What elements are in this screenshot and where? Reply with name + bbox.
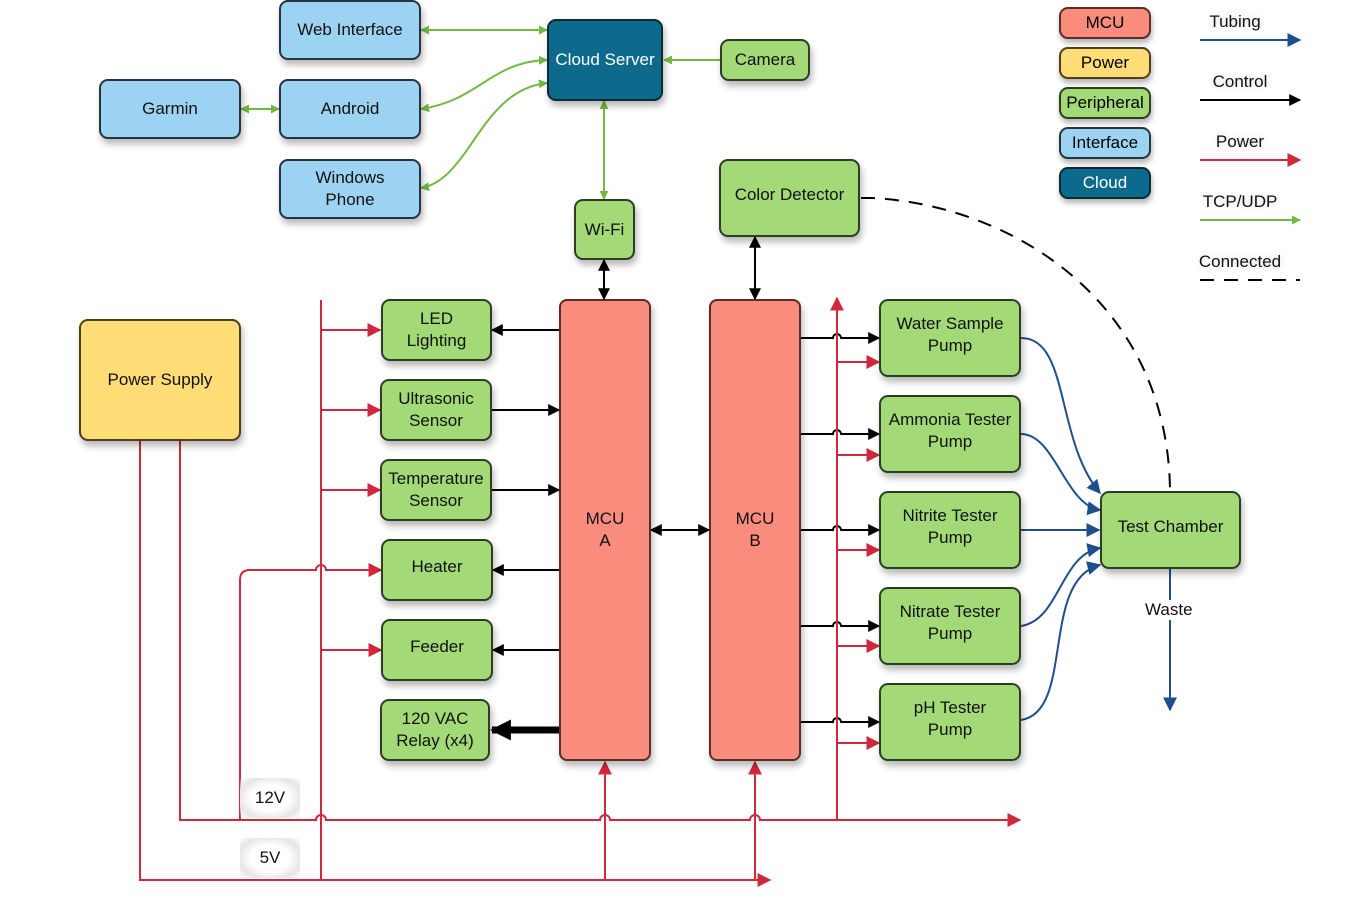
tube-water <box>1020 337 1101 495</box>
node-garmin[interactable]: Garmin <box>99 79 241 139</box>
link-mcub-ammonia <box>801 428 881 440</box>
node-label: Wi-Fi <box>584 219 625 239</box>
link-mcub-ph <box>801 716 881 728</box>
node-ultrasonic-sensor[interactable]: Ultrasonic Sensor <box>380 379 492 441</box>
legend-connected-label: Connected <box>1198 252 1282 271</box>
tube-ammonia <box>1020 433 1102 516</box>
node-label: Ultrasonic Sensor <box>398 389 474 430</box>
link-android-cloud <box>420 55 548 113</box>
waste-label: Waste <box>1143 600 1195 620</box>
link-winphone-cloud <box>420 79 548 192</box>
node-android[interactable]: Android <box>279 79 421 139</box>
node-label: Test Chamber <box>1117 517 1224 536</box>
node-cloud-server[interactable]: Cloud Server <box>547 19 663 101</box>
node-label: Nitrate Tester Pump <box>899 602 1001 643</box>
node-label: Web Interface <box>297 20 403 39</box>
node-test-chamber[interactable]: Test Chamber <box>1100 491 1241 569</box>
node-label: Nitrite Tester Pump <box>902 506 998 547</box>
legend-mcu: MCU <box>1059 7 1151 39</box>
legend-label: Interface <box>1071 133 1139 152</box>
node-ph-tester-pump[interactable]: pH Tester Pump <box>879 683 1021 761</box>
node-label: Android <box>320 99 380 118</box>
node-label: Feeder <box>410 637 464 656</box>
legend-control-label: Control <box>1212 72 1268 91</box>
link-mcub-nitrate <box>801 620 881 632</box>
node-label: Cloud Server <box>555 50 655 69</box>
node-label: 120 VAC Relay (x4) <box>396 709 474 750</box>
node-label: MCU A <box>585 509 625 550</box>
legend-power-label: Power <box>1215 132 1265 151</box>
node-label: pH Tester Pump <box>913 698 987 739</box>
node-windows-phone[interactable]: Windows Phone <box>279 159 421 219</box>
node-color-detector[interactable]: Color Detector <box>719 159 860 237</box>
link-color-chamber <box>861 197 1171 492</box>
legend-tcp-label: TCP/UDP <box>1202 192 1278 211</box>
rail-5v <box>139 440 772 887</box>
node-wifi[interactable]: Wi-Fi <box>574 199 635 260</box>
node-label: LED Lighting <box>406 309 467 350</box>
pwr-heater <box>239 563 383 820</box>
node-label: Heater <box>411 557 463 576</box>
legend-label: Peripheral <box>1066 93 1144 112</box>
node-nitrite-tester-pump[interactable]: Nitrite Tester Pump <box>879 491 1021 569</box>
node-water-sample-pump[interactable]: Water Sample Pump <box>879 299 1021 377</box>
node-ammonia-tester-pump[interactable]: Ammonia Tester Pump <box>879 395 1021 473</box>
node-feeder[interactable]: Feeder <box>381 619 493 681</box>
legend-label: Power <box>1080 53 1130 72</box>
node-label: Camera <box>734 50 796 69</box>
node-label: Water Sample Pump <box>896 314 1004 355</box>
node-temperature-sensor[interactable]: Temperature Sensor <box>380 459 492 521</box>
node-mcu-a[interactable]: MCU A <box>559 299 651 761</box>
node-camera[interactable]: Camera <box>720 39 810 81</box>
node-label: Ammonia Tester Pump <box>888 410 1012 451</box>
legend-label: Cloud <box>1082 173 1128 192</box>
legend-power: Power <box>1059 47 1151 79</box>
rail-12v-label: 12V <box>240 778 300 818</box>
legend-cloud: Cloud <box>1059 167 1151 199</box>
tube-ph <box>1020 561 1102 721</box>
node-led-lighting[interactable]: LED Lighting <box>381 299 492 361</box>
tube-nitrate <box>1020 543 1102 627</box>
node-label: Temperature Sensor <box>388 469 484 510</box>
node-label: Garmin <box>142 99 198 118</box>
rail-5v-label: 5V <box>240 838 300 878</box>
node-nitrate-tester-pump[interactable]: Nitrate Tester Pump <box>879 587 1021 665</box>
node-web-interface[interactable]: Web Interface <box>279 0 421 60</box>
link-mcub-nitrite <box>801 524 881 536</box>
node-mcu-b[interactable]: MCU B <box>709 299 801 761</box>
node-label: Color Detector <box>734 185 845 204</box>
link-mcub-water <box>801 332 881 344</box>
node-relay[interactable]: 120 VAC Relay (x4) <box>380 699 490 761</box>
node-label: Windows Phone <box>315 168 385 209</box>
node-heater[interactable]: Heater <box>381 539 493 601</box>
legend-tubing-label: Tubing <box>1209 12 1261 31</box>
legend-label: MCU <box>1085 13 1125 32</box>
node-power-supply[interactable]: Power Supply <box>79 319 241 441</box>
legend-interface: Interface <box>1059 127 1151 159</box>
node-label: Power Supply <box>107 370 213 389</box>
node-label: MCU B <box>735 509 775 550</box>
legend-peripheral: Peripheral <box>1059 87 1151 119</box>
